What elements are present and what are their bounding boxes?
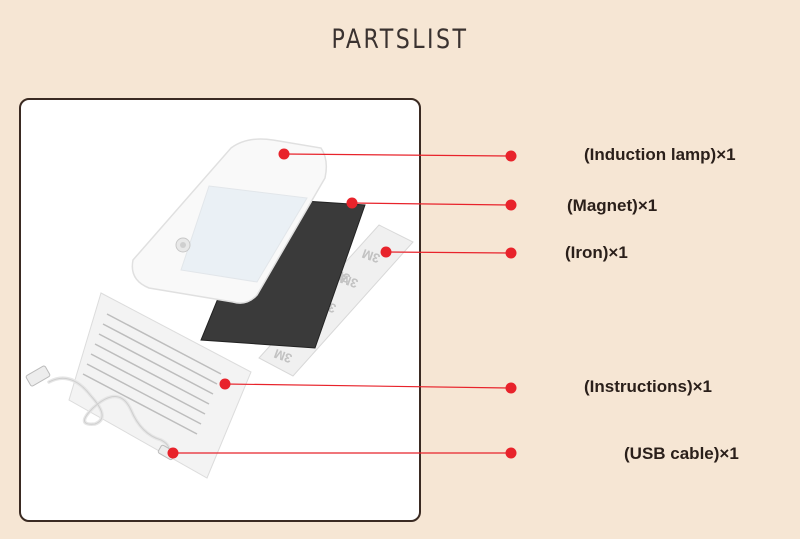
- callout-dot-instructions-start: [219, 378, 231, 390]
- product-photo-panel: 3M 3M 3M 3M 3M 3M 3M 3M: [19, 98, 421, 522]
- callout-dot-instructions-end: [505, 382, 517, 394]
- part-label-magnet: (Magnet)×1: [567, 196, 658, 215]
- instruction-leaflet-icon: [68, 292, 252, 479]
- part-label-usb-cable: (USB cable)×1: [624, 444, 739, 463]
- part-label-induction-lamp: (Induction lamp)×1: [584, 145, 736, 164]
- svg-text:3M: 3M: [338, 271, 360, 291]
- callout-dot-magnet-start: [346, 197, 358, 209]
- svg-text:3M: 3M: [272, 346, 294, 366]
- callout-dot-induction-lamp-end: [505, 150, 517, 162]
- callout-dot-iron-end: [505, 247, 517, 259]
- callout-dot-usb-cable-start: [167, 447, 179, 459]
- induction-lamp-icon: [131, 138, 328, 304]
- callout-line-instructions: [224, 383, 512, 389]
- part-label-instructions: (Instructions)×1: [584, 377, 712, 396]
- callout-line-magnet: [351, 202, 512, 206]
- callout-dot-induction-lamp-start: [278, 148, 290, 160]
- callout-line-iron: [385, 251, 512, 254]
- page-title: PARTSLIST: [331, 24, 469, 55]
- callout-dot-magnet-end: [505, 199, 517, 211]
- product-illustration: 3M 3M 3M 3M 3M 3M 3M 3M: [25, 138, 414, 479]
- part-label-iron: (Iron)×1: [565, 243, 628, 262]
- svg-text:3M: 3M: [360, 246, 382, 266]
- callout-dot-usb-cable-end: [505, 447, 517, 459]
- callout-dot-iron-start: [380, 246, 392, 258]
- usb-cable-icon: [25, 365, 176, 461]
- callout-line-induction-lamp: [283, 153, 512, 157]
